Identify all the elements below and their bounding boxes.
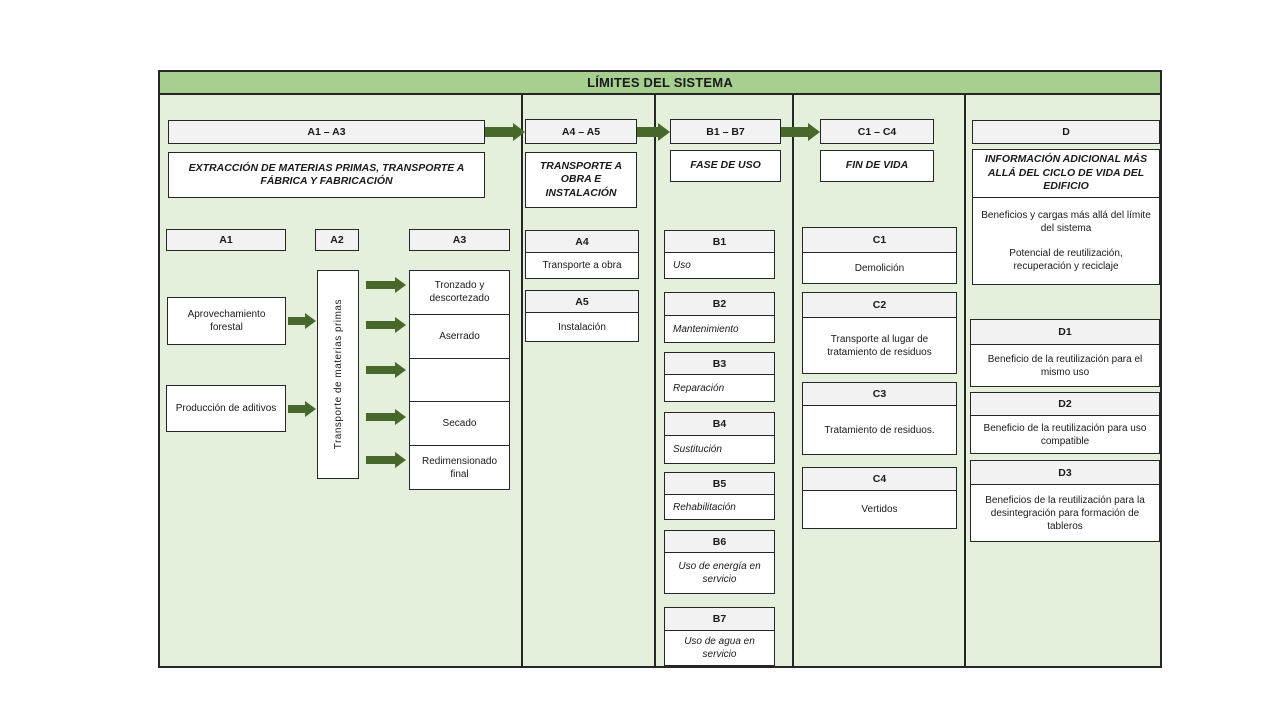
stage-c1: C1 Demolición [802,227,957,284]
stage-b1-b7-header: B1 – B7 [670,119,781,144]
stage-b1-b7-subtitle: FASE DE USO [670,150,781,182]
stage-d-body-2: Potencial de reutilización, recuperación… [1009,247,1123,272]
a3-process-stack: Tronzado y descortezado Aserrado Secado … [409,270,510,490]
label-a3: A3 [409,229,510,251]
stage-d2-text: Beneficio de la reutilización para uso c… [983,422,1147,447]
stage-b6-label: B6 [665,531,774,553]
box-transporte-materias-primas: Transporte de materias primas [317,270,359,479]
stage-a4-label: A4 [526,231,638,253]
flow-arrow-icon [485,123,525,141]
stage-b6-text: Uso de energía en servicio [678,561,761,585]
stage-b1-label: B1 [665,231,774,253]
stage-a1-a3-subtitle: EXTRACCIÓN DE MATERIAS PRIMAS, TRANSPORT… [168,152,485,198]
system-boundaries-diagram: LÍMITES DEL SISTEMA A1 – A3 EXTRACCIÓN D… [158,70,1162,668]
stage-b3-label: B3 [665,353,774,375]
column-divider-2 [654,95,656,666]
stage-c1-text: Demolición [854,262,905,274]
a3-cell-aserrado: Aserrado [410,315,509,359]
stage-b1: B1 Uso [664,230,775,279]
stage-a5-text: Instalación [558,321,606,333]
right-arrow-icon [288,401,316,417]
stage-b7-text: Uso de agua en servicio [684,636,755,660]
stage-b1-text: Uso [673,260,691,271]
stage-c1-c4-header: C1 – C4 [820,119,934,144]
stage-d-body-1: Beneficios y cargas más allá del límite … [981,209,1151,234]
a3-cell-empty [410,359,509,403]
stage-d-info-box: INFORMACIÓN ADICIONAL MÁS ALLÁ DEL CICLO… [972,149,1160,285]
stage-b4-label: B4 [665,413,774,436]
stage-a4-text: Transporte a obra [542,260,622,271]
stage-d-subtitle: INFORMACIÓN ADICIONAL MÁS ALLÁ DEL CICLO… [973,150,1159,198]
right-arrow-icon [366,277,406,293]
stage-c1-c4-subtitle: FIN DE VIDA [820,150,934,182]
stage-d1: D1 Beneficio de la reutilización para el… [970,319,1160,387]
right-arrow-icon [366,317,406,333]
right-arrow-icon [366,452,406,468]
stage-b2: B2 Mantenimiento [664,292,775,343]
stage-b5-label: B5 [665,473,774,495]
a3-cell-secado: Secado [410,402,509,447]
column-divider-4 [964,95,966,666]
stage-d3-label: D3 [971,461,1159,485]
stage-b5: B5 Rehabilitación [664,472,775,520]
stage-b2-text: Mantenimiento [673,323,739,335]
stage-c4-label: C4 [803,468,956,491]
stage-d1-text: Beneficio de la reutilización para el mi… [987,353,1143,378]
stage-a5-label: A5 [526,291,638,313]
box-aprovechamiento-forestal: Aprovechamiento forestal [167,297,286,345]
right-arrow-icon [366,362,406,378]
flow-arrow-icon [781,123,820,141]
stage-a5: A5 Instalación [525,290,639,342]
stage-b3: B3 Reparación [664,352,775,402]
label-a2: A2 [315,229,359,251]
right-arrow-icon [366,409,406,425]
stage-b7: B7 Uso de agua en servicio [664,607,775,666]
label-a1: A1 [166,229,286,251]
stage-c2-text: Transporte al lugar de tratamiento de re… [827,333,932,358]
stage-c3-text: Tratamiento de residuos. [824,424,935,436]
a3-cell-redimensionado: Redimensionado final [421,455,498,480]
stage-c2: C2 Transporte al lugar de tratamiento de… [802,292,957,374]
a3-cell-tronzado: Tronzado y descortezado [410,271,509,315]
stage-b6: B6 Uso de energía en servicio [664,530,775,594]
stage-d2-label: D2 [971,393,1159,416]
stage-a4: A4 Transporte a obra [525,230,639,279]
stage-d3: D3 Beneficios de la reutilización para l… [970,460,1160,542]
stage-d-header: D [972,120,1160,144]
stage-c2-label: C2 [803,293,956,318]
stage-b4-text: Sustitución [673,444,722,455]
stage-d2: D2 Beneficio de la reutilización para us… [970,392,1160,454]
column-divider-3 [792,95,794,666]
stage-c4-text: Vertidos [861,504,898,515]
stage-b4: B4 Sustitución [664,412,775,464]
column-divider-1 [521,95,523,666]
stage-b2-label: B2 [665,293,774,316]
stage-a4-a5-subtitle: TRANSPORTE A OBRA E INSTALACIÓN [525,152,637,208]
stage-b3-text: Reparación [673,382,725,394]
stage-d3-text: Beneficios de la reutilización para la d… [985,494,1145,532]
stage-d1-label: D1 [971,320,1159,345]
transport-vertical-label: Transporte de materias primas [332,299,344,450]
stage-a1-a3-header: A1 – A3 [168,120,485,144]
stage-b5-text: Rehabilitación [673,501,736,513]
stage-c3-label: C3 [803,383,956,406]
stage-c4: C4 Vertidos [802,467,957,529]
stage-c1-label: C1 [803,228,956,253]
stage-a4-a5-header: A4 – A5 [525,119,637,144]
diagram-title: LÍMITES DEL SISTEMA [160,72,1160,95]
stage-c3: C3 Tratamiento de residuos. [802,382,957,455]
box-produccion-aditivos: Producción de aditivos [166,385,286,432]
stage-b7-label: B7 [665,608,774,631]
flow-arrow-icon [637,123,670,141]
right-arrow-icon [288,313,316,329]
